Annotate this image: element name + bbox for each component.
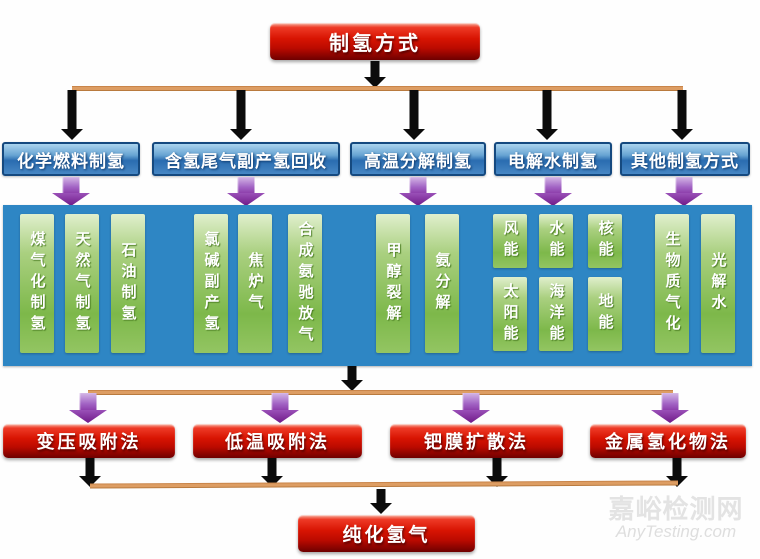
branch-box-other-methods: 其他制氢方式	[620, 142, 750, 176]
method-box-low-temp-adsorption: 低温吸附法	[193, 424, 362, 458]
arrow-down-icon	[671, 90, 693, 140]
purple-arrow-down-icon	[452, 393, 490, 423]
purple-arrow-down-icon	[227, 177, 265, 206]
watermark-site-url: AnyTesting.com	[615, 522, 737, 542]
purple-arrow-down-icon	[665, 177, 703, 206]
source-ocean-energy: 海洋能	[539, 277, 573, 351]
arrow-down-icon	[403, 90, 425, 140]
source-petroleum: 石油制氢	[111, 214, 145, 353]
source-solar-energy: 太阳能	[493, 277, 527, 351]
purple-arrow-down-icon	[651, 393, 689, 423]
method-box-palladium-membrane: 钯膜扩散法	[390, 424, 563, 458]
arrow-down-icon	[536, 90, 558, 140]
source-coal-gasification: 煤气化制氢	[20, 214, 54, 353]
source-ammonia-purge-gas: 合成氨驰放气	[288, 214, 322, 353]
source-natural-gas: 天然气制氢	[65, 214, 99, 353]
method-box-metal-hydride: 金属氢化物法	[590, 424, 746, 458]
source-methanol-cracking: 甲醇裂解	[376, 214, 410, 353]
result-connector-line	[89, 481, 679, 488]
source-nuclear-energy: 核能	[588, 214, 622, 268]
purple-arrow-down-icon	[52, 177, 90, 206]
source-water-photolysis: 光解水	[701, 214, 735, 353]
branch-box-pyrolysis: 高温分解制氢	[350, 142, 486, 176]
watermark-site-name: 嘉峪检测网	[608, 494, 744, 524]
arrow-down-icon	[341, 366, 363, 391]
source-geothermal-energy: 地能	[588, 277, 622, 351]
source-ammonia-decomposition: 氨分解	[425, 214, 459, 353]
arrow-down-icon	[230, 90, 252, 140]
branch-box-electrolysis: 电解水制氢	[494, 142, 612, 176]
source-wind-energy: 风能	[493, 214, 527, 268]
watermark: 嘉峪检测网 AnyTesting.com	[596, 494, 756, 542]
result-box-purified-hydrogen: 纯化氢气	[298, 515, 475, 552]
purification-connector-line	[88, 391, 673, 394]
method-box-pressure-swing-adsorption: 变压吸附法	[3, 424, 175, 458]
arrow-down-icon	[61, 90, 83, 140]
purple-arrow-down-icon	[534, 177, 572, 206]
source-chlor-alkali-byproduct: 氯碱副产氢	[194, 214, 228, 353]
purple-arrow-down-icon	[261, 393, 299, 423]
branch-box-tail-gas-recovery: 含氢尾气副产氢回收	[152, 142, 340, 176]
source-biomass-gasification: 生物质气化	[655, 214, 689, 353]
branch-box-chemical-fuel: 化学燃料制氢	[2, 142, 140, 176]
arrow-down-icon	[370, 489, 392, 514]
arrow-down-icon	[364, 61, 386, 88]
root-box-hydrogen-production: 制氢方式	[270, 23, 480, 60]
purple-arrow-down-icon	[399, 177, 437, 206]
purple-arrow-down-icon	[69, 393, 107, 423]
arrow-down-icon	[261, 458, 283, 487]
source-coke-oven-gas: 焦炉气	[238, 214, 272, 353]
arrow-down-icon	[79, 458, 101, 487]
branch-connector-line	[72, 87, 683, 90]
source-hydro-energy: 水能	[539, 214, 573, 268]
